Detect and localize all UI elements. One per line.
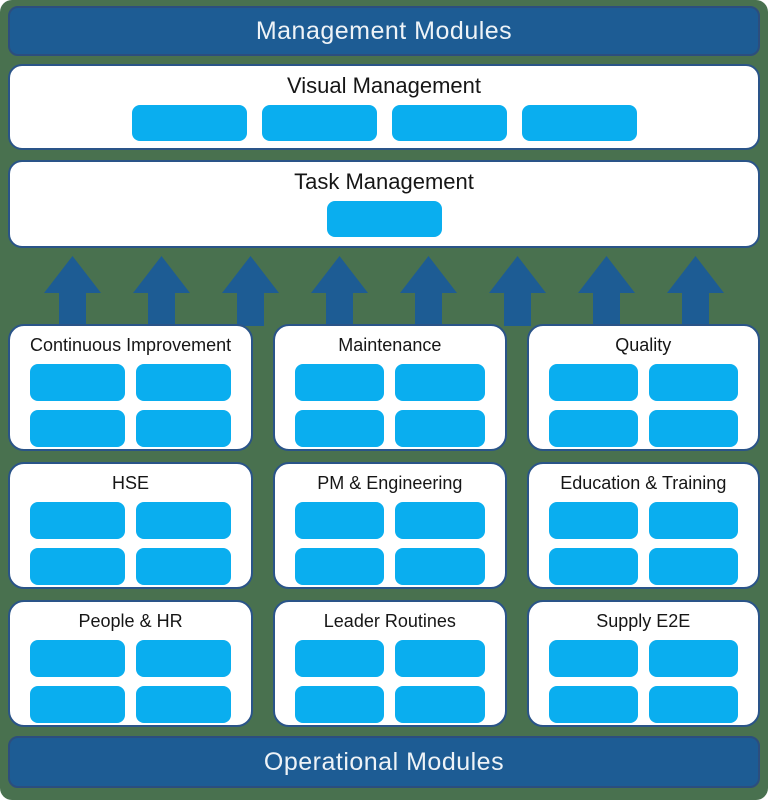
module-card-people-hr: People & HR — [8, 600, 254, 727]
module-tile — [295, 502, 385, 539]
module-tile — [548, 364, 638, 401]
module-card-pm-engineering: PM & Engineering — [273, 462, 507, 589]
task-management-title: Task Management — [294, 169, 474, 194]
up-arrow-icon — [489, 256, 546, 326]
up-arrow-icon — [400, 256, 457, 326]
visual-management-tiles — [10, 105, 758, 141]
module-card-quality: Quality — [526, 324, 760, 451]
module-tile — [548, 502, 638, 539]
module-card-leader-routines: Leader Routines — [273, 600, 507, 727]
module-tile — [548, 410, 638, 447]
module-tile — [295, 640, 385, 677]
module-tile — [395, 502, 485, 539]
module-title: People & HR — [78, 611, 183, 631]
module-tile — [131, 105, 247, 141]
module-tile — [395, 410, 485, 447]
tile-grid — [295, 364, 485, 447]
module-tile — [648, 640, 738, 677]
module-tile — [136, 548, 232, 585]
module-tile — [395, 364, 485, 401]
module-title: Leader Routines — [323, 611, 456, 631]
tile-grid — [30, 502, 232, 585]
tile-grid — [548, 364, 738, 447]
module-tile — [326, 201, 442, 237]
up-arrow-icon — [44, 256, 101, 326]
module-tile — [136, 686, 232, 723]
module-tile — [261, 105, 377, 141]
module-card-maintenance: Maintenance — [273, 324, 507, 451]
module-tile — [521, 105, 637, 141]
module-tile — [295, 548, 385, 585]
module-title: Supply E2E — [596, 611, 691, 631]
tile-grid — [295, 502, 485, 585]
management-modules-banner: Management Modules — [8, 6, 760, 56]
module-title: HSE — [112, 473, 150, 493]
module-tile — [648, 548, 738, 585]
operational-modules-banner: Operational Modules — [8, 736, 760, 788]
module-tile — [30, 410, 126, 447]
module-tile — [395, 686, 485, 723]
module-tile — [648, 410, 738, 447]
module-tile — [548, 686, 638, 723]
up-arrows-row — [8, 248, 760, 326]
up-arrow-icon — [133, 256, 190, 326]
module-tile — [30, 548, 126, 585]
module-card-hse: HSE — [8, 462, 254, 589]
module-tile — [391, 105, 507, 141]
module-tile — [136, 640, 232, 677]
up-arrow-icon — [578, 256, 635, 326]
module-tile — [30, 364, 126, 401]
module-tile — [648, 502, 738, 539]
module-title: PM & Engineering — [317, 473, 463, 493]
module-title: Maintenance — [338, 335, 442, 355]
module-tile — [548, 548, 638, 585]
module-tile — [648, 686, 738, 723]
module-tile — [395, 640, 485, 677]
visual-management-title: Visual Management — [286, 73, 482, 98]
module-tile — [136, 410, 232, 447]
module-title: Education & Training — [560, 473, 727, 493]
module-tile — [295, 686, 385, 723]
task-management-card: Task Management — [8, 160, 760, 248]
tile-grid — [548, 640, 738, 723]
up-arrow-icon — [222, 256, 279, 326]
module-tile — [30, 640, 126, 677]
module-tile — [295, 364, 385, 401]
module-tile — [395, 548, 485, 585]
module-tile — [30, 686, 126, 723]
up-arrow-icon — [667, 256, 724, 326]
operational-modules-title: Operational Modules — [263, 747, 505, 776]
management-modules-title: Management Modules — [255, 16, 513, 45]
module-tile — [648, 364, 738, 401]
visual-management-card: Visual Management — [8, 64, 760, 150]
module-tile — [295, 410, 385, 447]
module-tile — [30, 502, 126, 539]
operational-modules-grid: Continuous Improvement Maintenance Quali… — [8, 324, 760, 727]
up-arrow-icon — [311, 256, 368, 326]
module-tile — [136, 502, 232, 539]
module-card-education-training: Education & Training — [526, 462, 760, 589]
module-title: Continuous Improvement — [30, 335, 232, 355]
tile-grid — [30, 640, 232, 723]
module-card-continuous-improvement: Continuous Improvement — [8, 324, 254, 451]
module-tile — [548, 640, 638, 677]
tile-grid — [30, 364, 232, 447]
module-title: Quality — [615, 335, 672, 355]
task-management-tiles — [10, 201, 758, 237]
tile-grid — [548, 502, 738, 585]
tile-grid — [295, 640, 485, 723]
module-card-supply-e2e: Supply E2E — [526, 600, 760, 727]
module-tile — [136, 364, 232, 401]
